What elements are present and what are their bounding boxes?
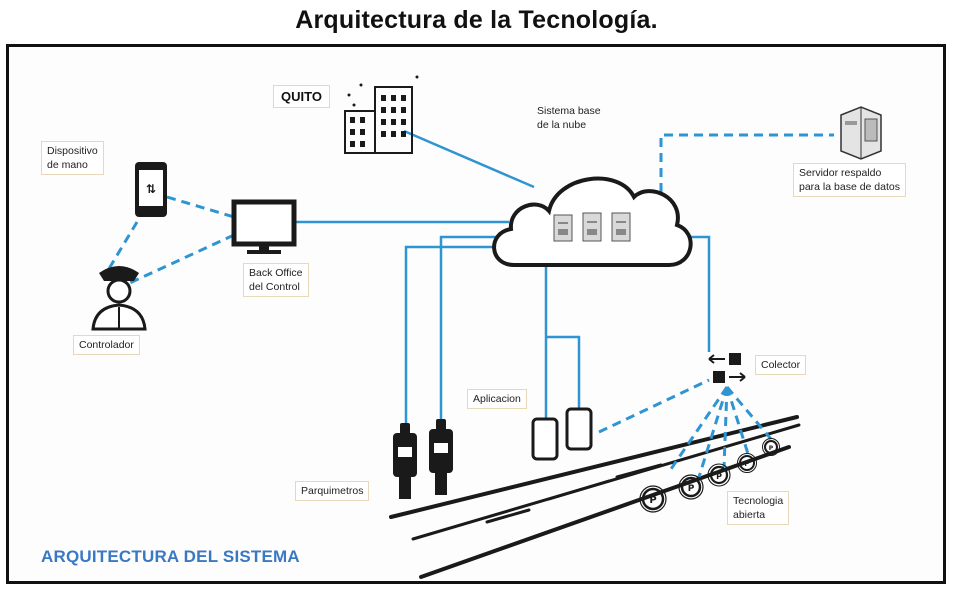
label-cloud-system: Sistema base de la nube <box>531 101 607 135</box>
label-application: Aplicacion <box>467 389 527 409</box>
collector-icon <box>708 353 746 383</box>
label-backup-server: Servidor respaldo para la base de datos <box>793 163 906 197</box>
monitor-icon <box>231 199 297 254</box>
officer-icon <box>91 266 147 331</box>
server-icon <box>840 106 882 160</box>
page-title: Arquitectura de la Tecnología. <box>295 6 658 34</box>
label-quito: QUITO <box>273 85 330 108</box>
label-cloud-line2: de la nube <box>537 119 587 131</box>
label-cloud-line1: Sistema base <box>537 105 601 117</box>
phone-icon: ⇅ <box>135 162 167 217</box>
smartphone-icon <box>531 407 593 461</box>
building-icon <box>344 75 419 154</box>
cloud-icon <box>492 176 693 267</box>
label-open-tech-line2: abierta <box>733 509 766 521</box>
diagram-frame: ⇅ <box>6 44 946 584</box>
road-lines <box>389 415 801 579</box>
label-open-tech-line1: Tecnologia <box>733 495 784 507</box>
svg-text:P: P <box>769 445 774 452</box>
solid-links <box>295 129 711 425</box>
label-back-office-line2: del Control <box>249 281 300 293</box>
architecture-diagram: ⇅ <box>91 75 882 579</box>
label-parking-meters: Parquimetros <box>295 481 370 501</box>
label-back-office: Back Office del Control <box>243 263 309 297</box>
svg-text:P: P <box>744 460 749 468</box>
label-handheld: Dispositivo de mano <box>41 141 104 175</box>
svg-text:P: P <box>688 484 695 494</box>
svg-text:P: P <box>716 472 722 481</box>
label-handheld-line1: Dispositivo <box>47 145 98 157</box>
label-handheld-line2: de mano <box>47 159 88 171</box>
parking-sensor-icon: P P P P P <box>639 438 780 513</box>
system-architecture-caption: ARQUITECTURA DEL SISTEMA <box>41 547 300 566</box>
label-open-technology: Tecnologia abierta <box>727 491 790 525</box>
label-controller: Controlador <box>73 335 140 355</box>
label-backup-line2: para la base de datos <box>799 181 900 193</box>
label-back-office-line1: Back Office <box>249 267 303 279</box>
svg-text:P: P <box>649 495 656 506</box>
label-backup-line1: Servidor respaldo <box>799 167 882 179</box>
label-collector: Colector <box>755 355 807 375</box>
svg-text:⇅: ⇅ <box>146 182 156 196</box>
parking-meter-icon <box>393 419 453 499</box>
dashed-links <box>102 133 834 478</box>
